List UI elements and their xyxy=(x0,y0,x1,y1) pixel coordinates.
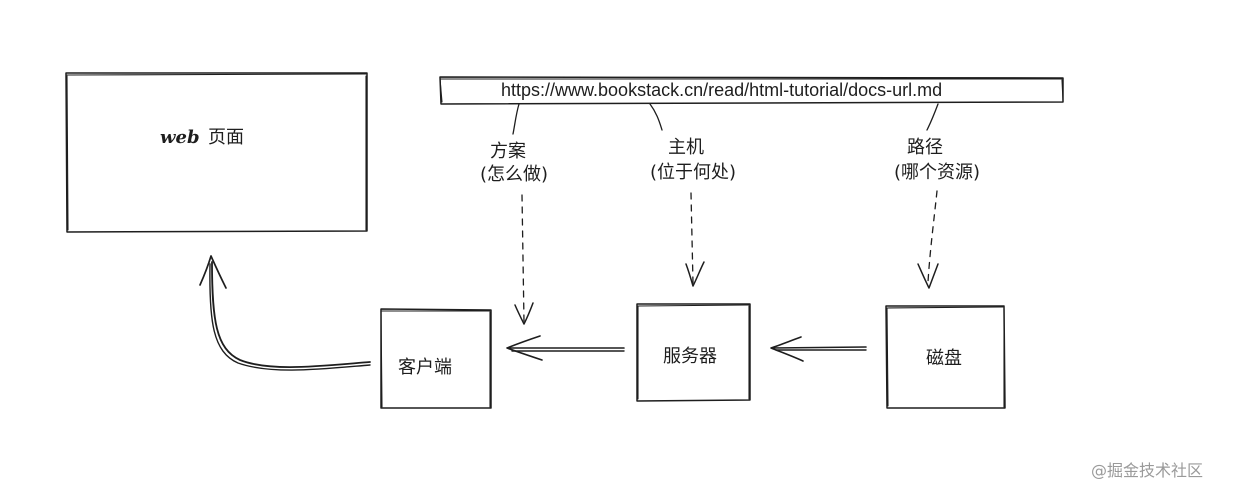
disk-box: 磁盘 xyxy=(885,305,1006,409)
web-page-box: web 页面 xyxy=(65,72,368,233)
client-label: 客户端 xyxy=(398,357,452,378)
scheme-dashed-arrow xyxy=(514,194,534,325)
path-title: 路径 xyxy=(907,137,943,158)
scheme-title: 方案 xyxy=(490,141,526,162)
server-box: 服务器 xyxy=(636,303,751,402)
host-title: 主机 xyxy=(668,137,704,158)
path-connector xyxy=(926,103,939,131)
server-to-client-arrow xyxy=(506,335,625,361)
client-box: 客户端 xyxy=(380,308,492,409)
url-text: https://www.bookstack.cn/read/html-tutor… xyxy=(501,80,942,100)
host-connector xyxy=(649,103,663,131)
url-bar: https://www.bookstack.cn/read/html-tutor… xyxy=(439,76,1064,105)
web-page-box-label: 页面 xyxy=(208,127,244,148)
server-label: 服务器 xyxy=(663,346,717,367)
path-dashed-arrow xyxy=(917,190,939,289)
web-page-box-word: web xyxy=(160,127,200,148)
host-note: (位于何处) xyxy=(650,162,736,183)
path-note: (哪个资源) xyxy=(894,162,980,183)
scheme-note: (怎么做) xyxy=(480,164,548,185)
host-dashed-arrow xyxy=(685,192,705,287)
scheme-connector xyxy=(512,103,520,135)
disk-label: 磁盘 xyxy=(926,348,962,369)
watermark: @掘金技术社区 xyxy=(1091,461,1203,480)
client-to-web-arrow xyxy=(199,255,371,371)
disk-to-server-arrow xyxy=(770,336,867,362)
